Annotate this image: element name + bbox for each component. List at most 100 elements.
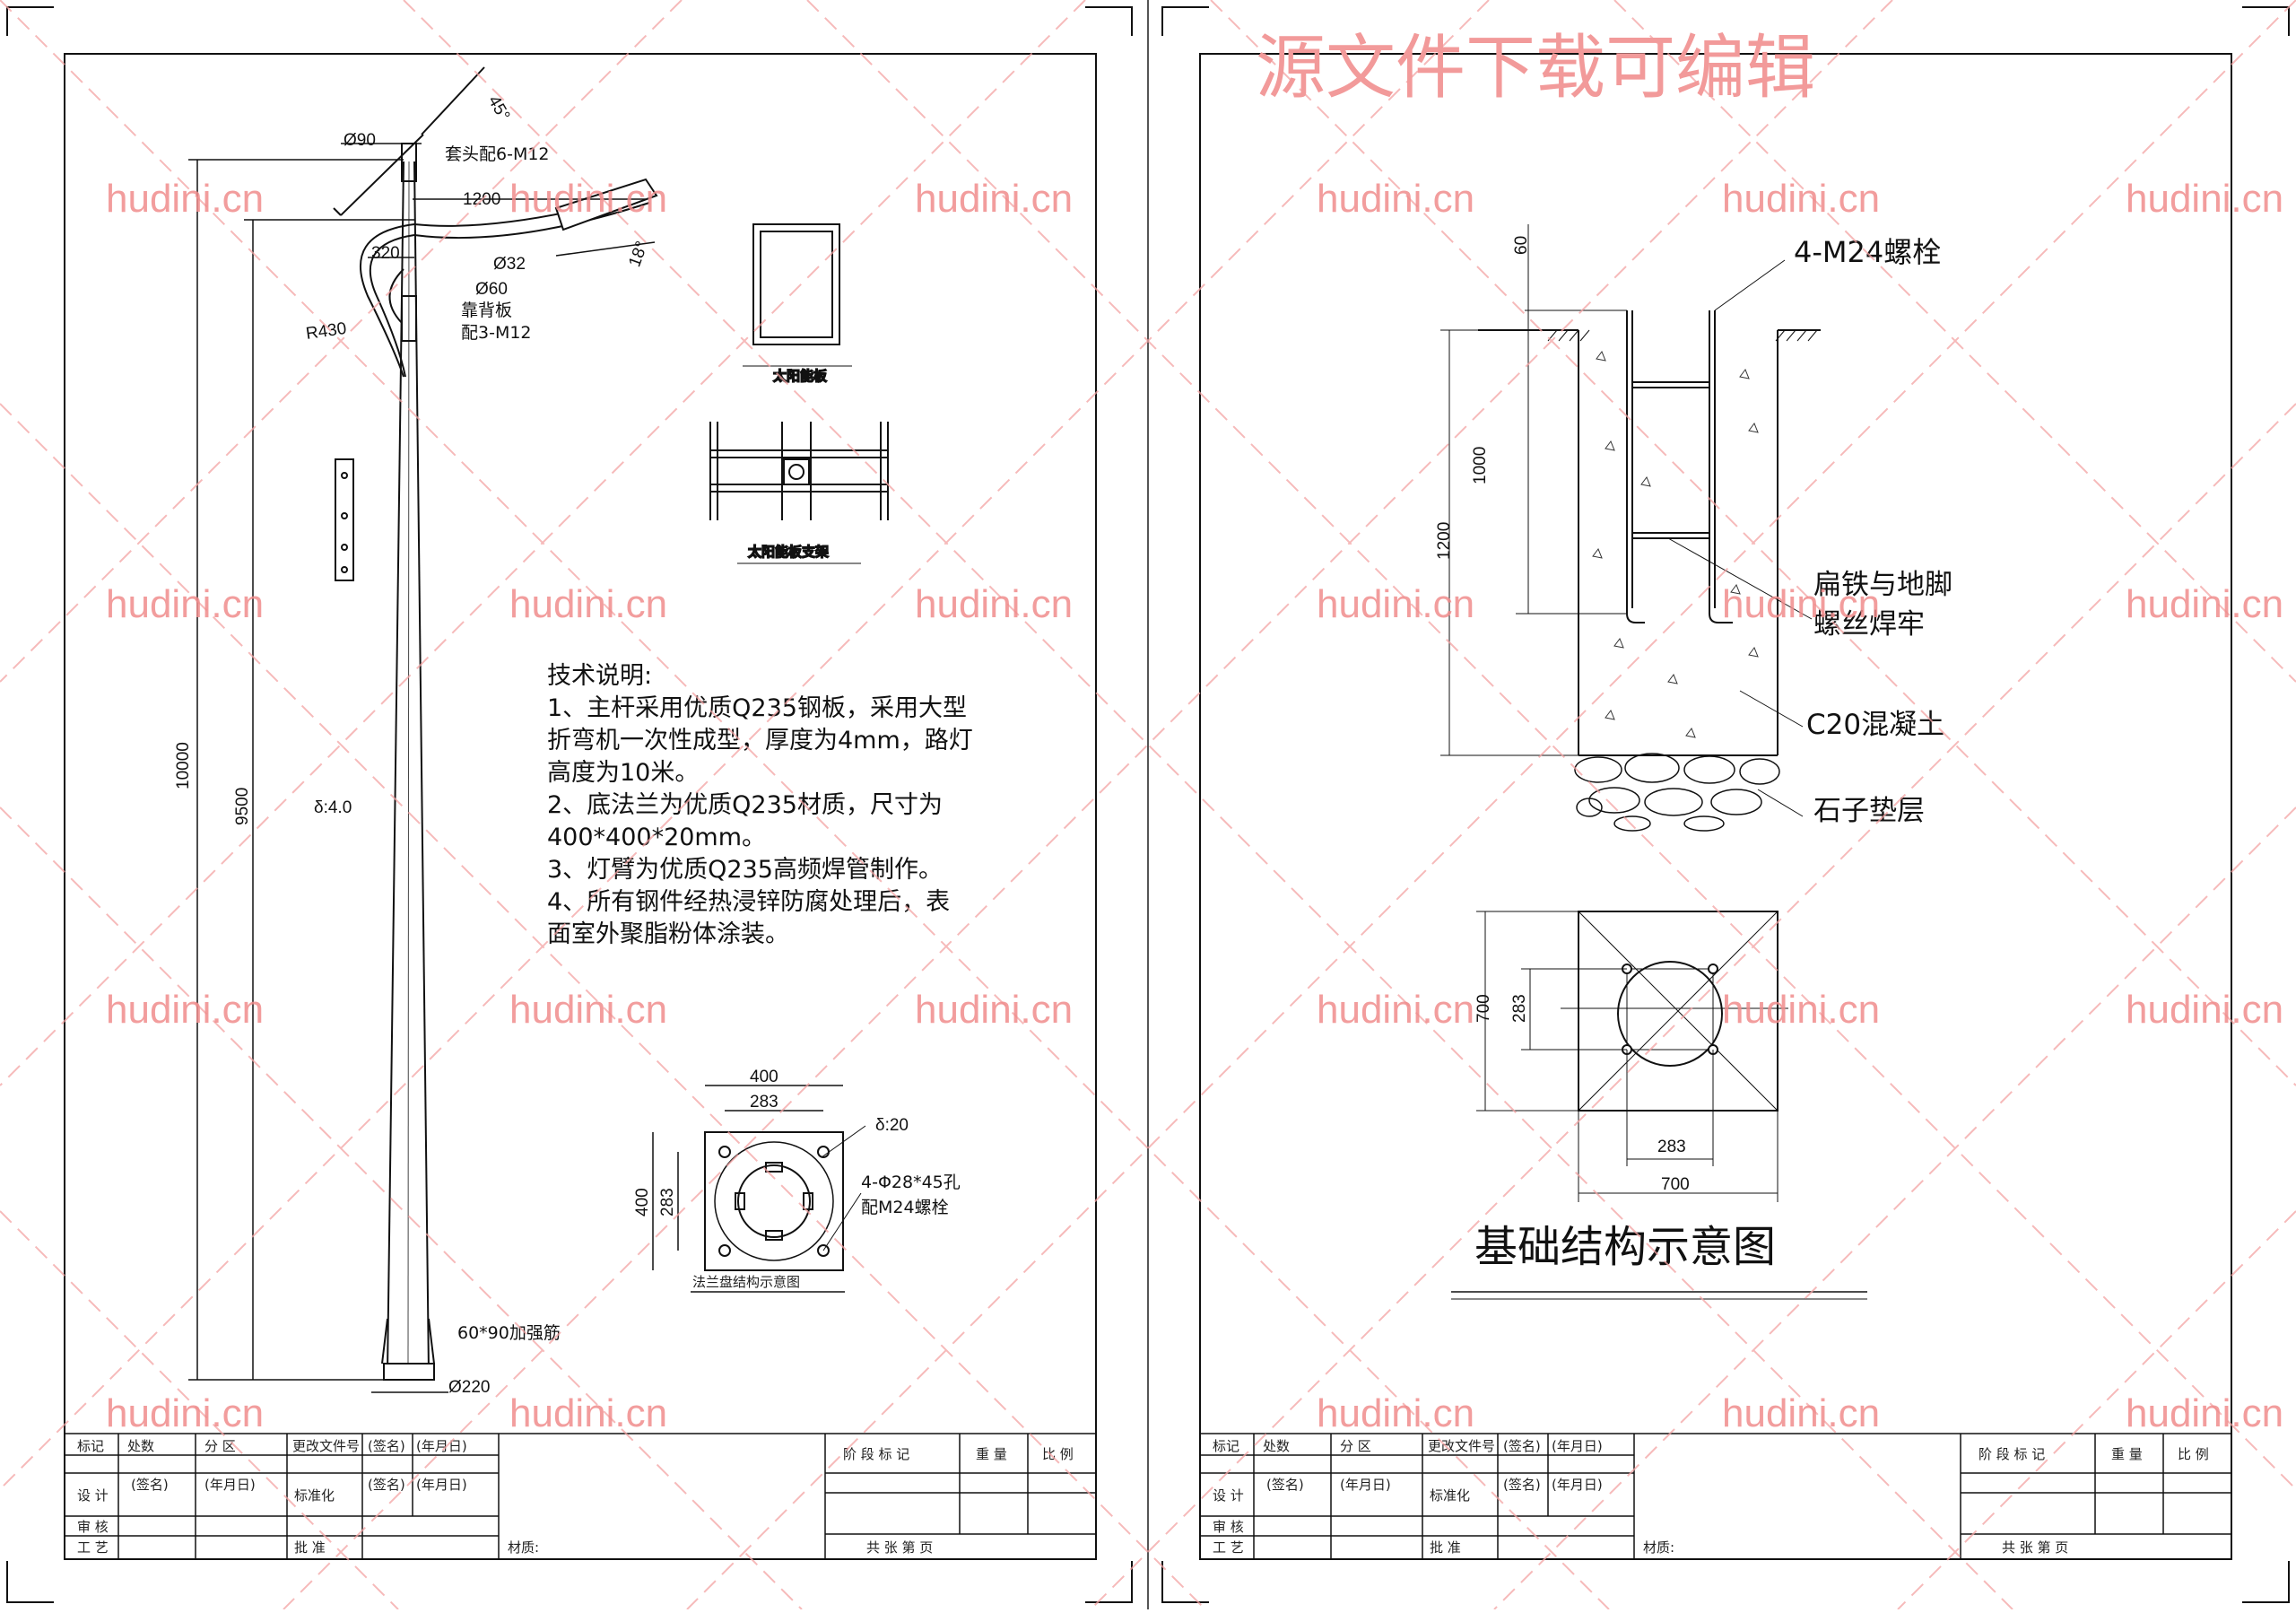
tb-right-count: 处数 <box>1263 1438 1290 1454</box>
tb-left-stage: 阶 段 标 记 <box>843 1446 909 1462</box>
tb-right-scale: 比 例 <box>2178 1446 2209 1462</box>
notes-line-6: 3、灯臂为优质Q235高频焊管制作。 <box>547 856 943 884</box>
svg-text:hudini.cn: hudini.cn <box>106 1391 264 1435</box>
tb-left-craft: 工 艺 <box>77 1539 109 1556</box>
tb-left-review: 审 核 <box>77 1519 109 1535</box>
tb-right-design: 设 计 <box>1213 1487 1244 1504</box>
tb-left-design: 设 计 <box>77 1487 109 1504</box>
flange-thickness: δ:20 <box>875 1116 909 1135</box>
pole-labels: Ø90 45° 套头配6-M12 1200 18° 320 Ø32 Ø60 靠背… <box>174 92 652 1397</box>
svg-text:hudini.cn: hudini.cn <box>106 177 264 221</box>
pole-elevation <box>333 66 658 1381</box>
flange-outer: 400 <box>750 1068 778 1086</box>
tb-right-std-sign: (签名) <box>1503 1477 1541 1493</box>
tb-right-date: (年月日) <box>1552 1438 1603 1454</box>
title-block-right: 标记 处数 分 区 更改文件号 (签名) (年月日) 设 计 (签名) (年月日… <box>1199 1433 2232 1560</box>
notes-line-1: 1、主杆采用优质Q235钢板，采用大型 <box>547 694 967 722</box>
flange-labels: 400 283 400 283 δ:20 4-Φ28*45孔 配M24螺栓 法兰… <box>633 1068 961 1290</box>
ground-hatch <box>1547 329 1818 342</box>
svg-text:hudini.cn: hudini.cn <box>1722 177 1880 221</box>
label-height-pole: 9500 <box>233 788 252 825</box>
svg-text:hudini.cn: hudini.cn <box>106 988 264 1032</box>
svg-text:hudini.cn: hudini.cn <box>915 582 1073 626</box>
solar-bracket: 太阳能板支架 <box>709 422 889 564</box>
svg-text:hudini.cn: hudini.cn <box>915 988 1073 1032</box>
flange-inner: 283 <box>750 1093 778 1112</box>
technical-notes: 技术说明: 1、主杆采用优质Q235钢板，采用大型 折弯机一次性成型，厚度为4m… <box>547 662 973 948</box>
tb-left-sheets: 共 张 第 页 <box>866 1539 933 1556</box>
concrete-aggregate <box>1592 350 1759 738</box>
tb-right-standard: 标准化 <box>1430 1487 1470 1504</box>
tb-left-change: 更改文件号 <box>292 1438 360 1454</box>
plan-bolt-v: 283 <box>1510 994 1529 1023</box>
svg-text:hudini.cn: hudini.cn <box>509 1391 667 1435</box>
plan-bolt-h: 283 <box>1657 1138 1686 1156</box>
top-dim: 60 <box>1512 236 1531 255</box>
gravel-label: 石子垫层 <box>1813 795 1925 827</box>
svg-text:hudini.cn: hudini.cn <box>1722 582 1880 626</box>
flange-inner-v: 283 <box>658 1188 677 1216</box>
label-rib: 60*90加强筋 <box>457 1323 561 1343</box>
right-sheet <box>1155 0 2296 1609</box>
flange-caption: 法兰盘结构示意图 <box>692 1274 800 1290</box>
tb-left-design-sign: (签名) <box>131 1477 169 1493</box>
tb-right-weight: 重 量 <box>2111 1446 2143 1462</box>
label-top-dia: Ø90 <box>344 131 376 150</box>
notes-line-8: 面室外聚脂粉体涂装。 <box>547 920 789 948</box>
label-cap-bolts: 套头配6-M12 <box>445 144 550 164</box>
svg-text:hudini.cn: hudini.cn <box>2126 177 2283 221</box>
bracket-caption: 太阳能板支架 <box>748 544 829 560</box>
svg-text:hudini.cn: hudini.cn <box>106 582 264 626</box>
svg-text:hudini.cn: hudini.cn <box>1317 1391 1474 1435</box>
foundation-title: 基础结构示意图 <box>1474 1222 1776 1272</box>
panel-caption: 太阳能板 <box>773 368 827 384</box>
svg-text:hudini.cn: hudini.cn <box>1722 1391 1880 1435</box>
notes-line-5: 400*400*20mm。 <box>547 824 766 851</box>
pole-dimensions <box>188 143 656 1393</box>
flange-outer-v: 400 <box>633 1188 652 1216</box>
depth: 1200 <box>1435 522 1454 560</box>
tb-right-zone: 分 区 <box>1340 1438 1371 1454</box>
tb-left-std-sign: (签名) <box>368 1477 405 1493</box>
watermark-text: hudini.cn hudini.cn hudini.cn hudini.cn … <box>106 28 2283 1435</box>
title-block-left: 标记 处数 分 区 更改文件号 (签名) (年月日) 设 计 (签名) (年月日… <box>64 1433 1097 1560</box>
tb-right-std-date: (年月日) <box>1552 1477 1603 1493</box>
foundation-plan <box>1451 911 1867 1300</box>
tb-right-sheets: 共 张 第 页 <box>2002 1539 2068 1556</box>
flange-plan <box>652 1085 866 1293</box>
svg-text:hudini.cn: hudini.cn <box>1317 582 1474 626</box>
concrete-label: C20混凝土 <box>1806 709 1944 741</box>
svg-text:hudini.cn: hudini.cn <box>1722 988 1880 1032</box>
flat-iron-label-1: 扁铁与地脚 <box>1813 569 1952 601</box>
svg-text:hudini.cn: hudini.cn <box>2126 582 2283 626</box>
plan-labels: 700 283 283 700 基础结构示意图 <box>1474 994 1776 1272</box>
right-corner-marks <box>1161 6 2290 1603</box>
tb-left-standard: 标准化 <box>294 1487 335 1504</box>
flat-iron-label-2: 螺丝焊牢 <box>1813 608 1925 641</box>
svg-text:hudini.cn: hudini.cn <box>2126 1391 2283 1435</box>
foundation-labels: 4-M24螺栓 60 1000 1200 扁铁与地脚 螺丝焊牢 C20混凝土 石… <box>1435 235 1952 827</box>
tb-right-approve: 批 准 <box>1430 1539 1461 1556</box>
flange-holes: 4-Φ28*45孔 <box>861 1173 961 1192</box>
left-sheet <box>0 0 1141 1609</box>
label-thickness: δ:4.0 <box>314 798 352 817</box>
flange-bolts: 配M24螺栓 <box>861 1198 949 1217</box>
notes-title: 技术说明: <box>547 662 652 690</box>
gravel-layer <box>1574 753 1780 832</box>
tb-left-zone: 分 区 <box>204 1438 236 1454</box>
label-backing-plate: 靠背板 <box>461 301 512 320</box>
tb-right-design-sign: (签名) <box>1266 1477 1304 1493</box>
svg-text:hudini.cn: hudini.cn <box>1317 988 1474 1032</box>
svg-text:hudini.cn: hudini.cn <box>509 177 667 221</box>
plan-size-v: 700 <box>1474 994 1493 1023</box>
tb-left-design-date: (年月日) <box>204 1477 256 1493</box>
notes-line-2: 折弯机一次性成型，厚度为4mm，路灯 <box>547 727 973 754</box>
label-arm-dia-small: Ø32 <box>493 255 526 274</box>
side-plate <box>335 458 354 581</box>
tb-right-change: 更改文件号 <box>1428 1438 1495 1454</box>
foundation-section <box>1440 224 1821 817</box>
tb-right-sign: (签名) <box>1503 1438 1541 1454</box>
